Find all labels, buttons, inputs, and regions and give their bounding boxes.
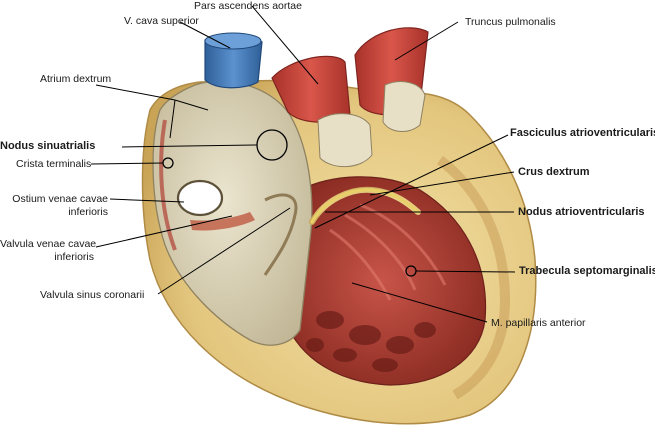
crista-terminalis-ridge (159, 119, 177, 251)
label-ostium-venae-cavae-line1: Ostium venae cavae (12, 193, 108, 205)
label-atrium-dextrum: Atrium dextrum (40, 73, 112, 85)
label-valvula-venae-cavae-line2: inferioris (54, 251, 94, 263)
label-valvula-venae-cavae-line1: Valvula venae cavae (0, 238, 97, 250)
right-ventricle-wall-edge (436, 156, 511, 400)
septal-muscle-bands (329, 203, 447, 301)
label-truncus-pulmonalis: Truncus pulmonalis (465, 16, 556, 28)
label-m-papillaris-anterior: M. papillaris anterior (491, 317, 586, 329)
label-crista-terminalis: Crista terminalis (16, 158, 92, 170)
valvula-sinus-coronarii-fold (263, 193, 298, 276)
label-fasciculus-atrioventricularis: Fasciculus atrioventricularis (510, 127, 655, 139)
crus-dextrum-band (310, 188, 420, 224)
valvula-venae-cavae-fold (190, 212, 255, 231)
pars-ascendens-aortae (271, 55, 351, 123)
trabeculae (306, 311, 436, 372)
label-pars-ascendens-aortae: Pars ascendens aortae (194, 0, 302, 12)
label-crus-dextrum: Crus dextrum (518, 166, 590, 178)
label-v-cava-superior: V. cava superior (124, 15, 199, 27)
pulmonary-valve-region (382, 81, 426, 132)
label-nodus-sinuatrialis: Nodus sinuatrialis (0, 140, 96, 152)
label-nodus-atrioventricularis: Nodus atrioventricularis (518, 206, 645, 218)
aortic-valve-region (317, 113, 373, 168)
label-ostium-venae-cavae-line2: inferioris (68, 206, 108, 218)
label-valvula-sinus-coronarii: Valvula sinus coronarii (40, 289, 145, 301)
ostium-venae-cavae-inferioris (176, 179, 224, 217)
vena-cava-superior-lumen (204, 32, 262, 50)
label-trabecula-septomarginalis: Trabecula septomarginalis (519, 265, 655, 277)
leader-lines (90, 5, 516, 323)
